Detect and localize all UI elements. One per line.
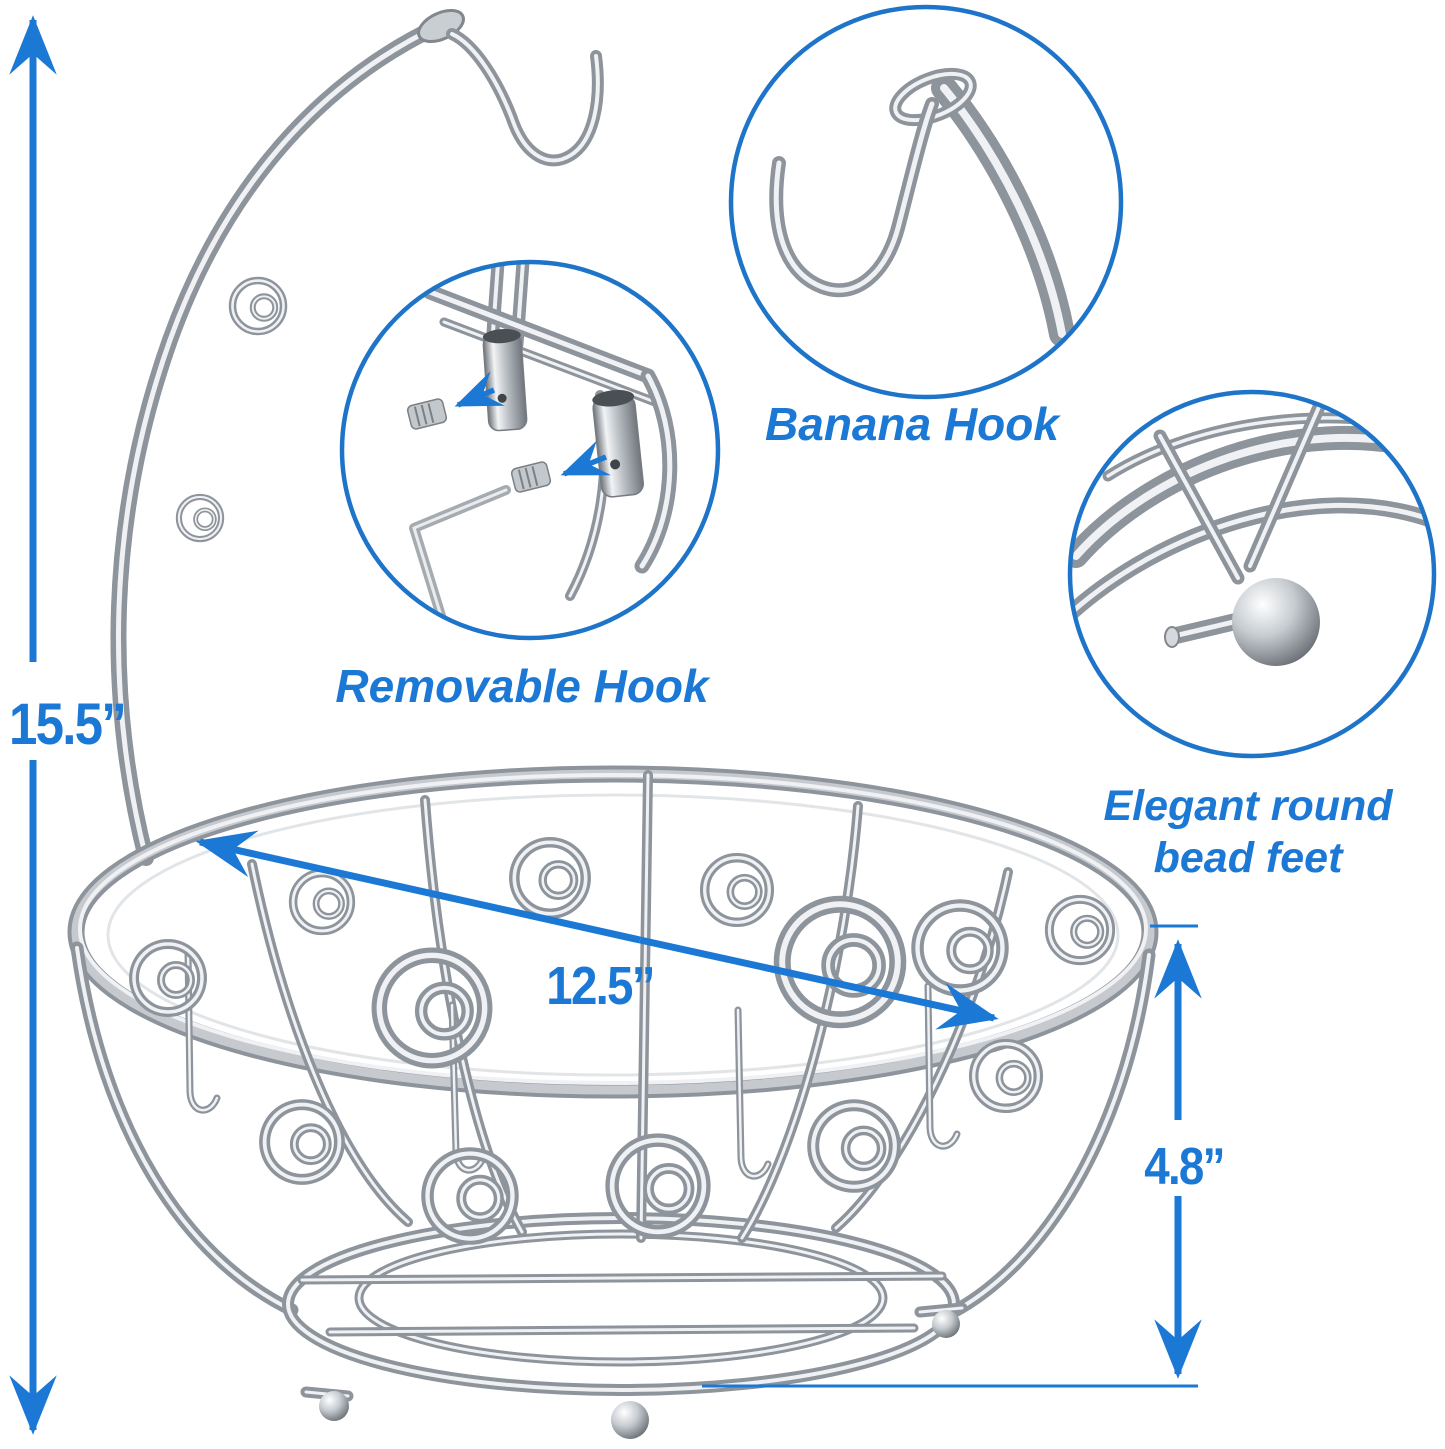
bead-feet-label-line1: Elegant round bbox=[1103, 782, 1393, 830]
banana-hook bbox=[446, 28, 604, 167]
removable-hook-callout bbox=[339, 259, 721, 641]
clamp-sleeve bbox=[482, 329, 528, 432]
basket-product bbox=[67, 8, 1159, 1439]
basket-bowl bbox=[67, 765, 1159, 1439]
diameter-label: 12.5” bbox=[546, 955, 653, 1016]
overall-height-label: 15.5” bbox=[9, 692, 125, 757]
set-screw bbox=[510, 461, 552, 493]
removable-hook-circle bbox=[339, 259, 721, 641]
screw-pointer-arrow bbox=[560, 440, 611, 477]
bead-feet-label-line2: bead feet bbox=[1154, 834, 1344, 882]
banana-hook-callout bbox=[728, 4, 1124, 400]
bead-feet bbox=[300, 1302, 968, 1439]
banana-hanger-arm bbox=[110, 8, 465, 866]
bead-foot-ball bbox=[1232, 578, 1320, 666]
callout-labels: Banana Hook Removable Hook Elegant round… bbox=[335, 398, 1393, 882]
arm-scroll-curl bbox=[179, 497, 221, 539]
arm-scroll-curl bbox=[233, 281, 284, 332]
bead-feet-callout bbox=[1067, 389, 1437, 759]
banana-hook-circle bbox=[728, 4, 1124, 400]
removable-hook-label: Removable Hook bbox=[335, 660, 711, 712]
diameter-arrow-left bbox=[195, 830, 641, 944]
set-screw bbox=[406, 398, 448, 430]
screw-pointer-arrow bbox=[454, 371, 505, 408]
diameter-arrow-right bbox=[639, 936, 999, 1030]
basket-height-label: 4.8” bbox=[1144, 1138, 1223, 1195]
bead-feet-circle bbox=[1067, 389, 1437, 759]
dimension-annotations: 15.5” 12.5” 4.8” bbox=[9, 15, 1225, 1435]
banana-hook-label: Banana Hook bbox=[765, 398, 1061, 450]
